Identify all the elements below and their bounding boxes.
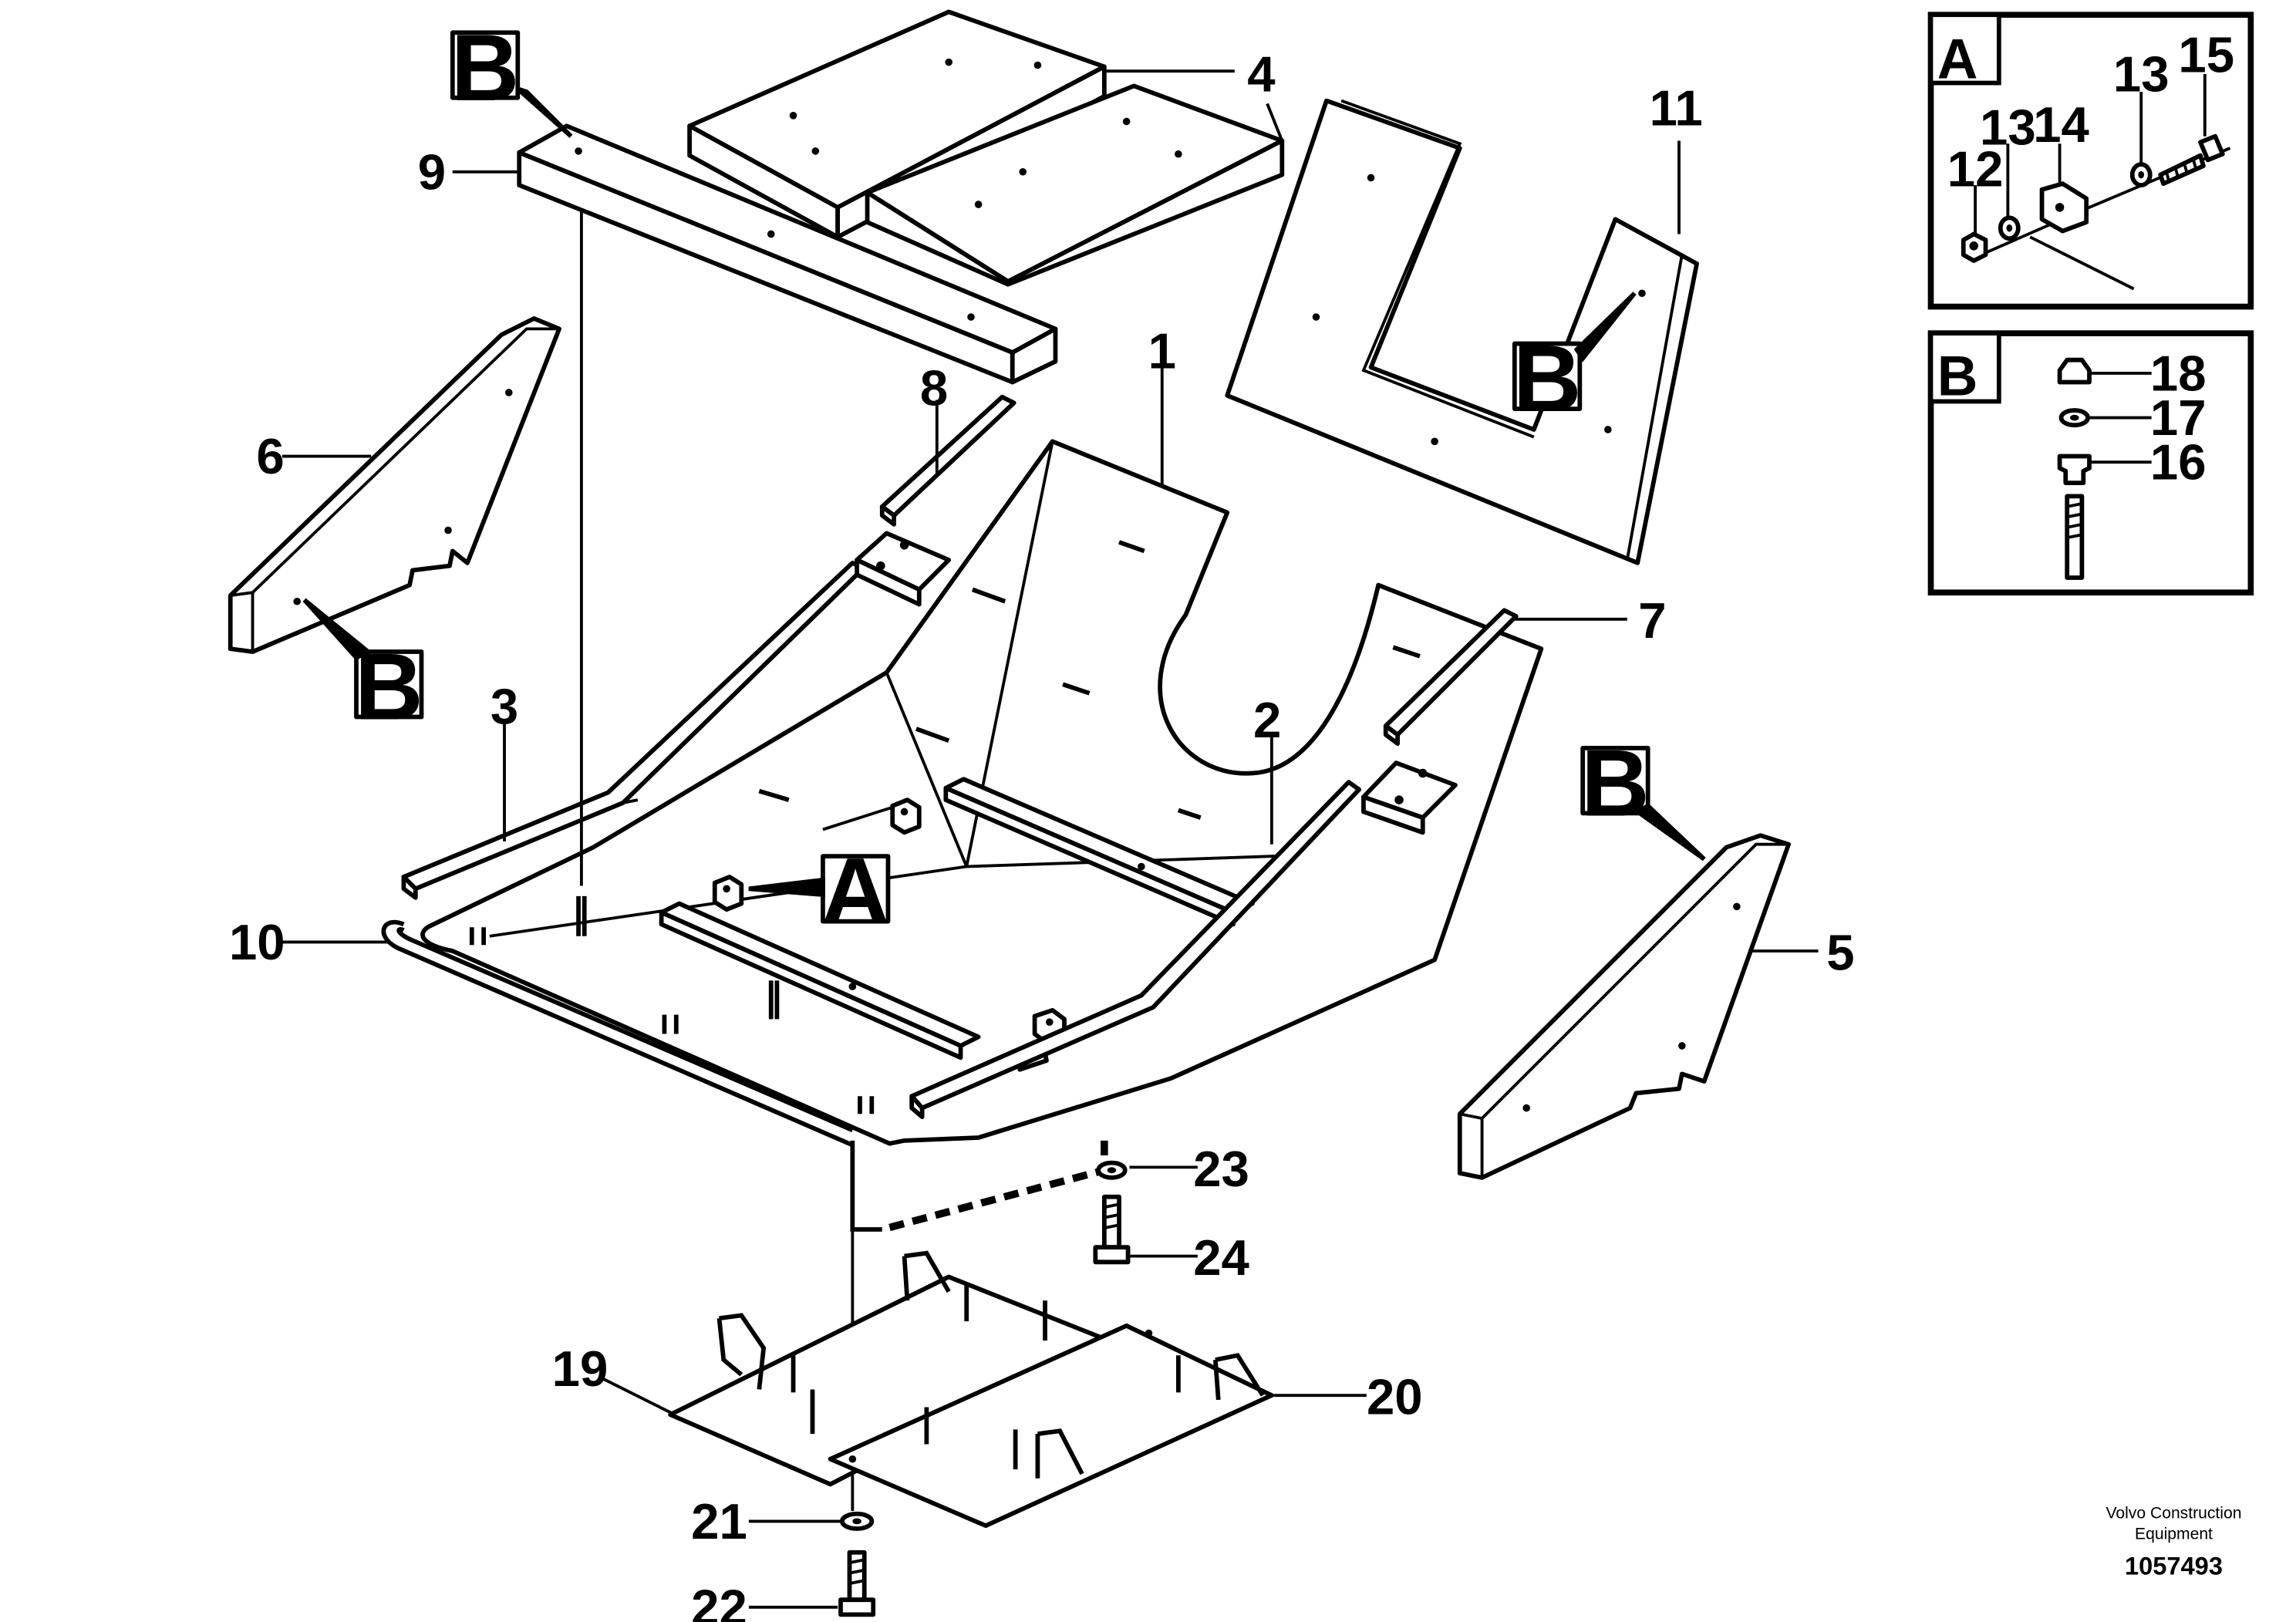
company-line-1: Volvo Construction: [2106, 1505, 2241, 1523]
callout-7: 7: [1638, 592, 1666, 649]
trim-brackets: [855, 531, 1458, 835]
callout-19: 19: [552, 1340, 609, 1397]
callout-2: 2: [1253, 692, 1281, 748]
part-6-left-side-pad: [228, 316, 561, 654]
part-11-u-panel: [1225, 98, 1699, 565]
company-line-2: Equipment: [2135, 1525, 2213, 1543]
part-5-right-side-pad: [1457, 833, 1792, 1180]
detail-a-panel: A 12 13 14 13 15: [1927, 12, 2254, 310]
ref-b-right-label: B: [1581, 730, 1650, 836]
callout-5: 5: [1826, 924, 1854, 980]
footer-block: Volvo Construction Equipment 1057493: [2106, 1505, 2241, 1580]
callout-3: 3: [491, 679, 518, 735]
ref-a-main-label: A: [821, 839, 890, 945]
ref-b-right[interactable]: B: [1580, 730, 1706, 862]
callout-4: 4: [1247, 46, 1275, 103]
detail-a-12: 12: [1947, 140, 2004, 197]
callout-24: 24: [1193, 1229, 1249, 1286]
callout-21: 21: [691, 1493, 747, 1549]
callout-22: 22: [691, 1579, 747, 1622]
floor-rails: [659, 777, 1255, 1061]
detail-b-header: B: [1937, 345, 1978, 407]
part-9-front-bar: [517, 123, 1058, 385]
bolt-set-21-22: [838, 1511, 876, 1617]
callout-11: 11: [1650, 80, 1703, 137]
callout-6: 6: [256, 428, 284, 484]
ref-b-top-label: B: [451, 15, 520, 121]
bolt-set-23-24: [1093, 1160, 1131, 1265]
part-10-edge-tube: [381, 919, 854, 1148]
detail-a-14: 14: [2033, 96, 2089, 153]
callout-numbers: 1 2 3 4 5 6 7 8 9 10 11 19 20 21 22 23 2…: [229, 46, 1855, 1622]
part-8-channel: [879, 394, 1017, 527]
ref-b-left[interactable]: B: [302, 598, 424, 740]
callout-10: 10: [229, 914, 285, 970]
detail-a-15: 15: [2178, 27, 2234, 83]
callout-8: 8: [920, 360, 948, 416]
drawing-number: 1057493: [2125, 1552, 2223, 1580]
parts-19-20-lower-plates: [668, 1250, 1274, 1529]
ref-b-top[interactable]: B: [450, 15, 573, 138]
ref-a-main[interactable]: A: [748, 839, 891, 945]
detail-a-13-inner: 13: [1980, 99, 2036, 156]
detail-b-18: 18: [2150, 345, 2207, 401]
detail-a-13-outer: 13: [2113, 46, 2170, 103]
part-2-right-trim: [909, 780, 1362, 1119]
part-7-channel: [1383, 608, 1519, 746]
detail-b-panel: B 18 17 16: [1927, 330, 2254, 596]
detail-b-17: 17: [2150, 389, 2207, 446]
callout-9: 9: [418, 143, 446, 200]
mat-studs: [469, 895, 875, 1114]
detail-a-header: A: [1937, 28, 1978, 90]
ref-b-panel[interactable]: B: [1512, 292, 1637, 432]
callout-23: 23: [1193, 1141, 1249, 1197]
callout-1: 1: [1148, 323, 1176, 379]
detail-b-16: 16: [2150, 434, 2207, 491]
ref-b-panel-label: B: [1513, 326, 1582, 432]
part-4-pads: [687, 9, 1285, 287]
callout-20: 20: [1367, 1369, 1423, 1425]
dashed-hose-line: [881, 1140, 1108, 1233]
tube-drop: [850, 1140, 882, 1232]
